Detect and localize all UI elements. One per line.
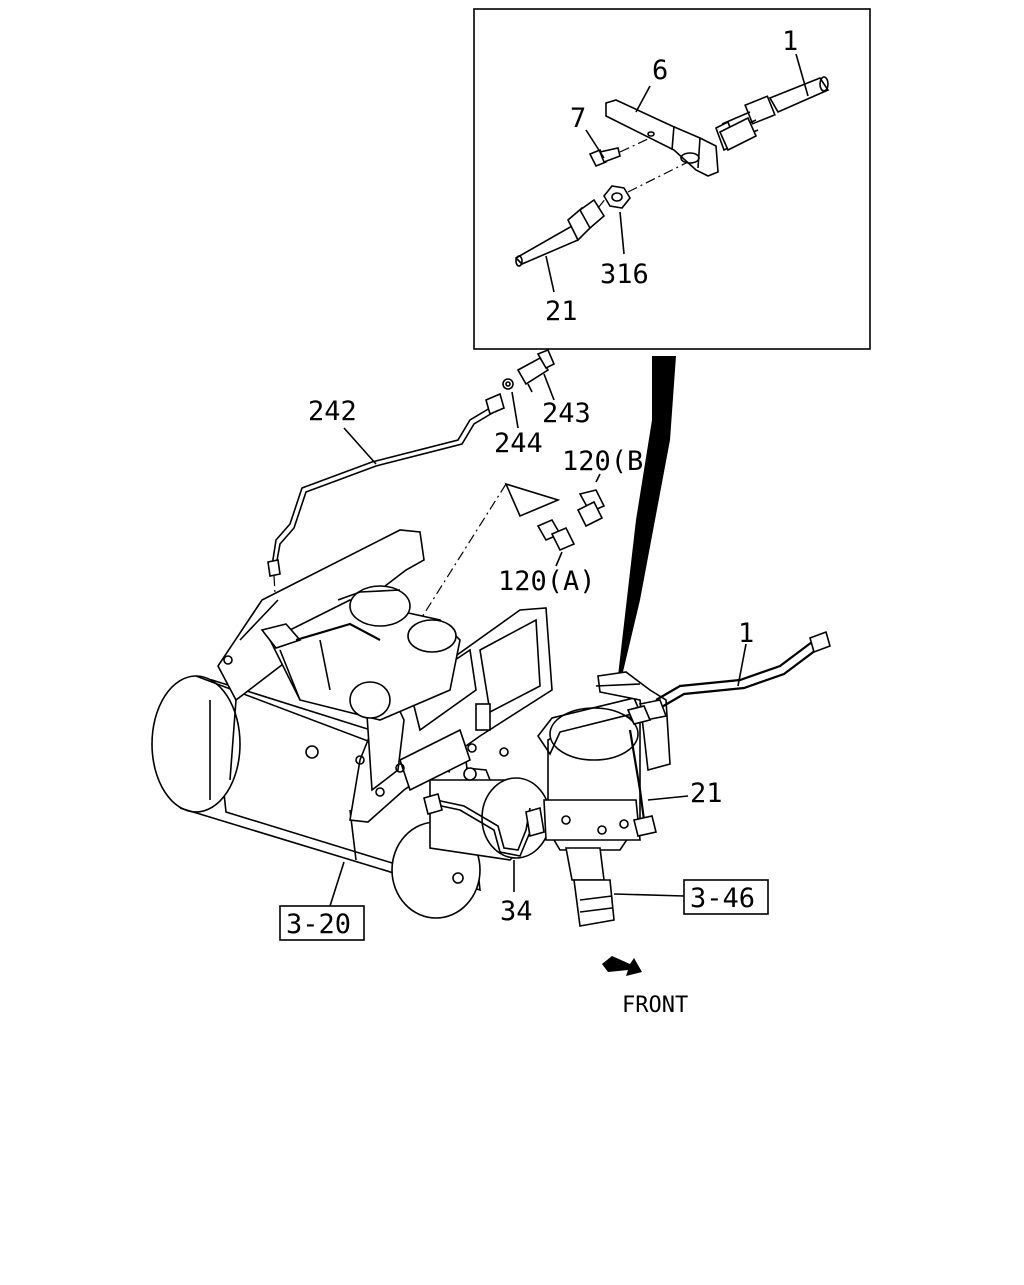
inset-frame [473, 8, 871, 350]
fitting-243 [516, 348, 556, 393]
reference-label-3-20: 3-20 [286, 909, 351, 940]
air-tank-large [151, 675, 481, 919]
front-arrow-icon [602, 956, 642, 976]
front-direction-arrow: FRONT [602, 956, 688, 1018]
inset-fitting-21 [514, 197, 607, 267]
reference-label-3-46: 3-46 [690, 883, 755, 914]
callout-242: 242 [308, 396, 357, 427]
reference-3-46: 3-46 [613, 879, 769, 915]
front-label: FRONT [622, 993, 688, 1018]
callout-inset-7: 7 [570, 103, 586, 134]
fitting-244 [502, 378, 514, 390]
inset-nut-316 [603, 161, 689, 209]
valve-bracket [595, 671, 671, 772]
brake-valve-assembly [537, 697, 657, 927]
callout-inset-6: 6 [652, 55, 668, 86]
reference-3-20: 3-20 [279, 861, 365, 941]
inset-bolt-7 [588, 137, 651, 168]
connector-group-bracket [504, 482, 561, 518]
callout-120b: 120(B) [562, 446, 660, 477]
callout-inset-316: 316 [600, 259, 649, 290]
detail-pointer [618, 356, 676, 676]
inset-bracket-6 [605, 99, 719, 177]
callout-21: 21 [690, 778, 723, 809]
callout-inset-21: 21 [545, 296, 578, 327]
callout-inset-1: 1 [782, 26, 798, 57]
tank-line-34 [423, 793, 545, 857]
connector-120a [536, 518, 576, 567]
callout-244: 244 [494, 428, 543, 459]
inset-hose-1 [715, 76, 830, 152]
callout-34: 34 [500, 896, 533, 927]
detail-inset: 1 6 7 316 21 [473, 8, 871, 350]
hose-1 [626, 630, 831, 725]
callout-1: 1 [738, 618, 754, 649]
callout-243: 243 [542, 398, 591, 429]
compressor-unit [260, 585, 461, 721]
connector-120b [576, 473, 606, 528]
callout-120a: 120(A) [498, 566, 596, 597]
